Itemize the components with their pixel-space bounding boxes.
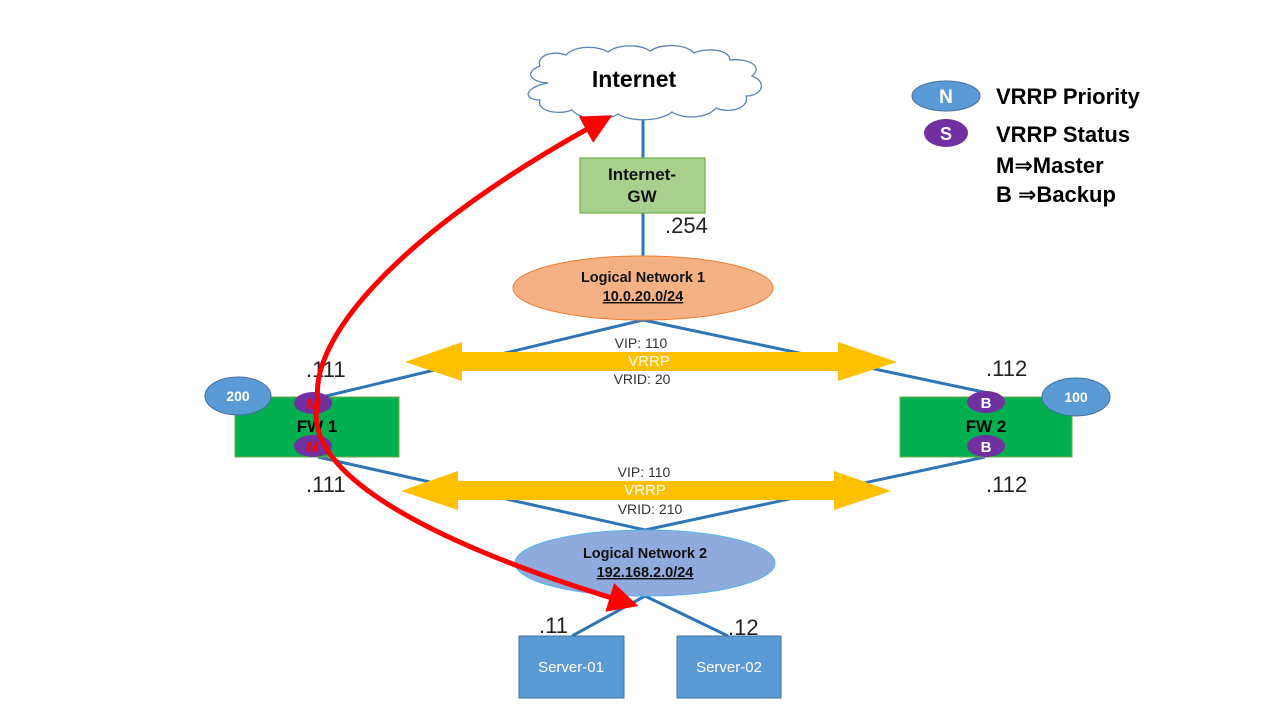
fw1-status-lower: M bbox=[307, 439, 320, 456]
logical-network-1: Logical Network 1 10.0.20.0/24 bbox=[512, 255, 774, 321]
server-02-label: Server-02 bbox=[696, 659, 762, 676]
internet-gateway: Internet- GW .254 bbox=[579, 157, 708, 238]
legend-priority-label: VRRP Priority bbox=[996, 84, 1141, 109]
server-02: Server-02 .12 bbox=[676, 615, 782, 699]
fw2-status-lower: B bbox=[981, 439, 992, 456]
gateway-label-line2: GW bbox=[627, 187, 657, 206]
vrrp-arrow-lower: VIP: 110 VRRP VRID: 210 bbox=[401, 464, 891, 517]
server-01-ip: .11 bbox=[539, 613, 568, 638]
legend-status-symbol: S bbox=[940, 124, 952, 144]
vrrp-lower-vip: VIP: 110 bbox=[618, 464, 671, 480]
vrrp-lower-label: VRRP bbox=[624, 482, 666, 499]
server-02-box bbox=[676, 635, 782, 699]
server-01-box bbox=[518, 635, 625, 699]
internet-cloud: Internet bbox=[527, 44, 762, 121]
server-01-label: Server-01 bbox=[538, 659, 604, 676]
legend: N VRRP Priority S VRRP Status M⇒Master B… bbox=[911, 80, 1141, 207]
network1-ellipse bbox=[512, 255, 774, 321]
fw2-ip-upper: .112 bbox=[986, 356, 1027, 381]
vrrp-upper-vip: VIP: 110 bbox=[615, 335, 668, 351]
fw1-priority: 200 bbox=[226, 388, 250, 404]
network2-name: Logical Network 2 bbox=[583, 546, 707, 562]
fw2-priority-badge bbox=[1041, 377, 1111, 417]
network1-cidr: 10.0.20.0/24 bbox=[603, 289, 684, 305]
firewall-1: FW 1 200 M M .111 .111 bbox=[204, 357, 400, 497]
link-network2-server01 bbox=[571, 594, 646, 638]
legend-priority-badge bbox=[911, 80, 981, 112]
firewall-2: FW 2 100 B B .112 .112 bbox=[899, 356, 1111, 497]
vrrp-arrow-upper: VIP: 110 VRRP VRID: 20 bbox=[405, 335, 897, 387]
traffic-arrow-to-internet bbox=[314, 115, 613, 405]
fw2-status-badge-lower bbox=[967, 435, 1005, 457]
fw2-status-upper: B bbox=[981, 395, 992, 412]
vrrp-lower-vrid: VRID: 210 bbox=[618, 501, 683, 517]
link-network2-server02 bbox=[644, 594, 729, 638]
legend-master-line: M⇒Master bbox=[996, 153, 1104, 178]
fw2-label: FW 2 bbox=[966, 417, 1007, 436]
network2-cidr: 192.168.2.0/24 bbox=[597, 565, 694, 581]
traffic-path bbox=[313, 115, 639, 612]
network1-name: Logical Network 1 bbox=[581, 270, 705, 286]
gateway-ip: .254 bbox=[665, 213, 708, 238]
gateway-box bbox=[579, 157, 706, 214]
legend-backup-line: B ⇒Backup bbox=[996, 182, 1116, 207]
vrrp-double-arrow-lower bbox=[401, 471, 891, 510]
internet-label: Internet bbox=[592, 66, 677, 92]
legend-priority-symbol: N bbox=[939, 87, 953, 108]
fw1-status-badge-upper bbox=[294, 392, 332, 414]
vrrp-double-arrow-upper bbox=[405, 342, 897, 381]
fw2-status-badge-upper bbox=[967, 391, 1005, 413]
gateway-label-line1: Internet- bbox=[608, 165, 676, 184]
fw2-ip-lower: .112 bbox=[986, 472, 1027, 497]
fw1-ip-lower: .111 bbox=[306, 472, 346, 497]
fw2-priority: 100 bbox=[1064, 389, 1088, 405]
fw1-priority-badge bbox=[204, 376, 272, 416]
vrrp-upper-vrid: VRID: 20 bbox=[614, 371, 671, 387]
server-01: Server-01 .11 bbox=[518, 613, 625, 699]
legend-status-label: VRRP Status bbox=[996, 122, 1130, 147]
vrrp-upper-label: VRRP bbox=[628, 353, 670, 370]
legend-status-badge bbox=[924, 119, 968, 147]
network2-ellipse bbox=[514, 529, 776, 597]
server-02-ip: .12 bbox=[728, 615, 759, 640]
logical-network-2: Logical Network 2 192.168.2.0/24 bbox=[514, 529, 776, 597]
traffic-arrow-to-server bbox=[313, 399, 639, 612]
